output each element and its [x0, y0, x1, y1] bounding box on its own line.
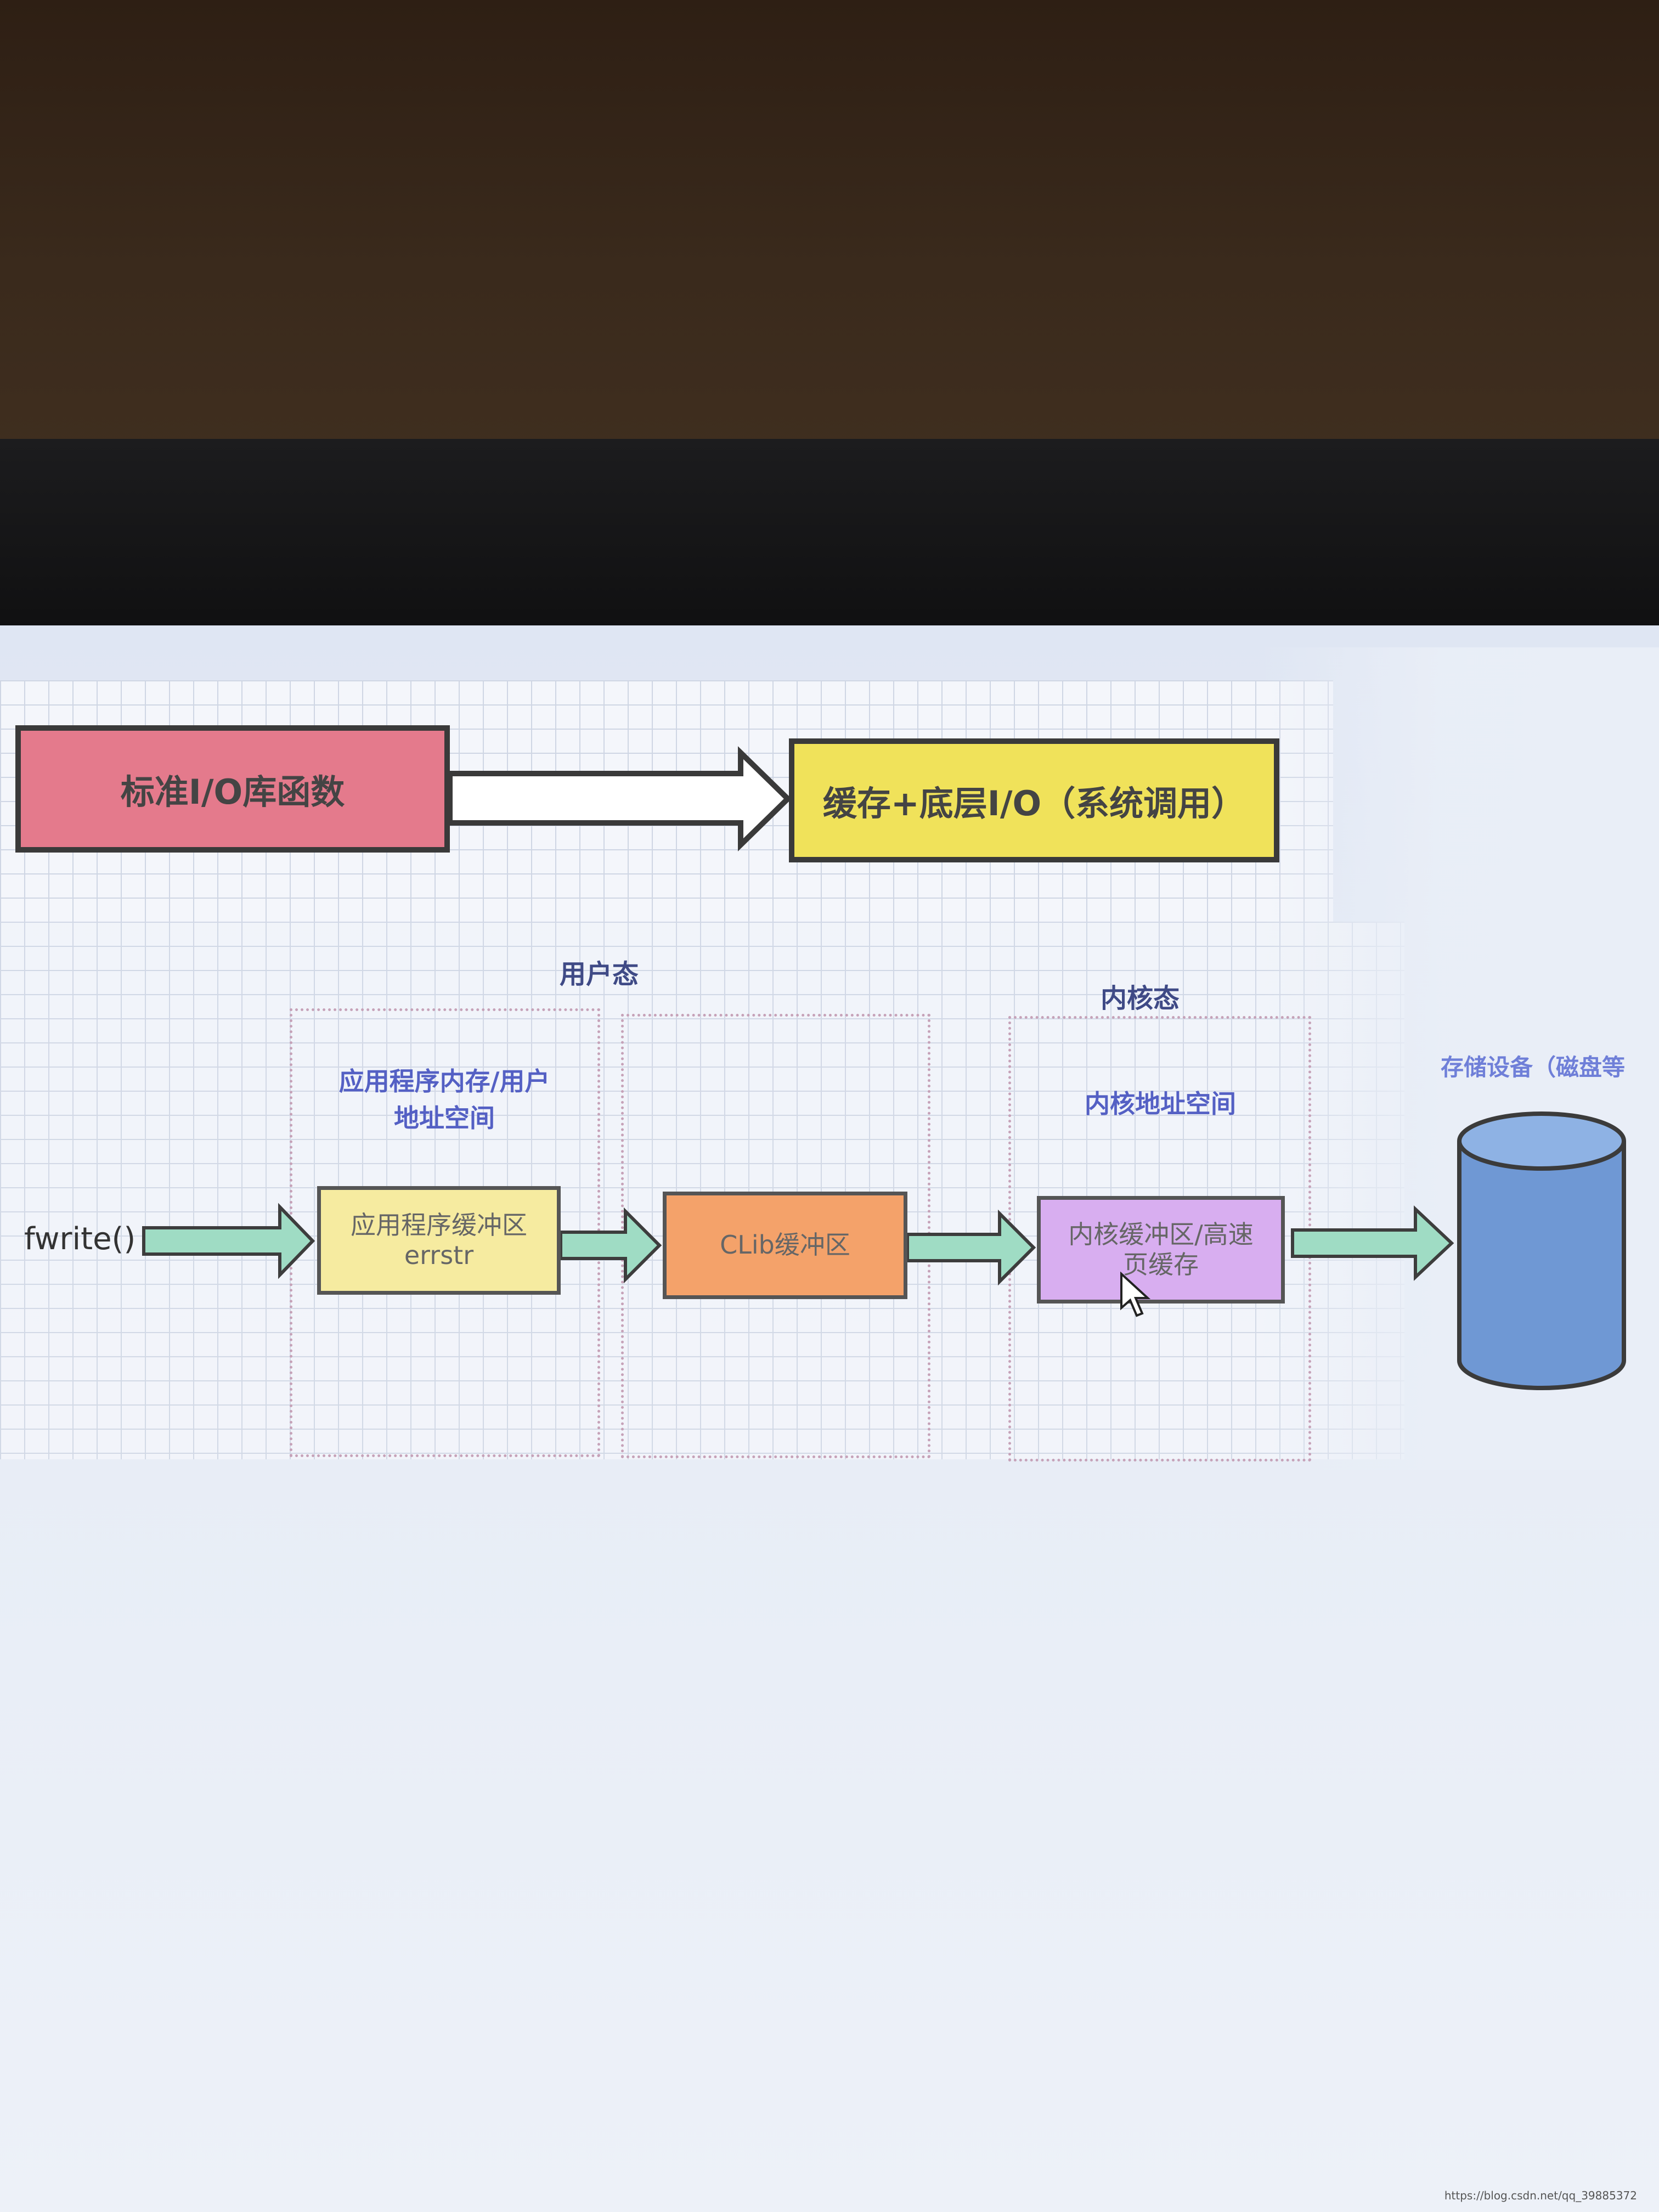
kernel-mode-heading: 内核态 [1101, 983, 1180, 1014]
kernel-region-title: 内核地址空间 [1085, 1089, 1236, 1119]
syscall-label: 缓存+底层I/O（系统调用） [822, 783, 1246, 823]
background-wall [0, 0, 1659, 450]
arrow-clib-to-kernel [906, 1209, 1036, 1286]
app-region-title: 应用程序内存/用户 地址空间 [338, 1066, 550, 1133]
storage-title: 存储设备（磁盘等 [1441, 1054, 1626, 1081]
syscall-box: 缓存+底层I/O（系统调用） [789, 738, 1279, 862]
clib-buffer-label: CLib缓冲区 [720, 1230, 850, 1260]
top-flow-arrow [447, 746, 792, 851]
arrow-fwrite-to-app [142, 1203, 315, 1279]
clib-buffer-box: CLib缓冲区 [663, 1192, 907, 1299]
fwrite-call-label: fwrite() [24, 1221, 136, 1257]
stdio-library-box: 标准I/O库函数 [15, 725, 450, 853]
mouse-cursor-icon [1120, 1272, 1151, 1317]
grid-canvas-bottom [0, 922, 1404, 1459]
stdio-library-label: 标准I/O库函数 [120, 772, 345, 812]
storage-disk-icon [1457, 1111, 1626, 1390]
app-buffer-label: 应用程序缓冲区 [351, 1210, 527, 1240]
app-buffer-box: 应用程序缓冲区 errstr [317, 1186, 561, 1295]
kernel-buffer-box: 内核缓冲区/高速 页缓存 [1037, 1196, 1285, 1304]
arrow-kernel-to-disk [1291, 1205, 1454, 1281]
watermark-text: https://blog.csdn.net/qq_39885372 [1444, 2189, 1637, 2202]
kernel-buffer-label: 内核缓冲区/高速 页缓存 [1068, 1219, 1254, 1279]
app-buffer-sublabel: errstr [404, 1240, 474, 1270]
monitor-bezel [0, 439, 1659, 647]
user-mode-heading: 用户态 [560, 959, 639, 990]
arrow-app-to-clib [559, 1207, 662, 1284]
